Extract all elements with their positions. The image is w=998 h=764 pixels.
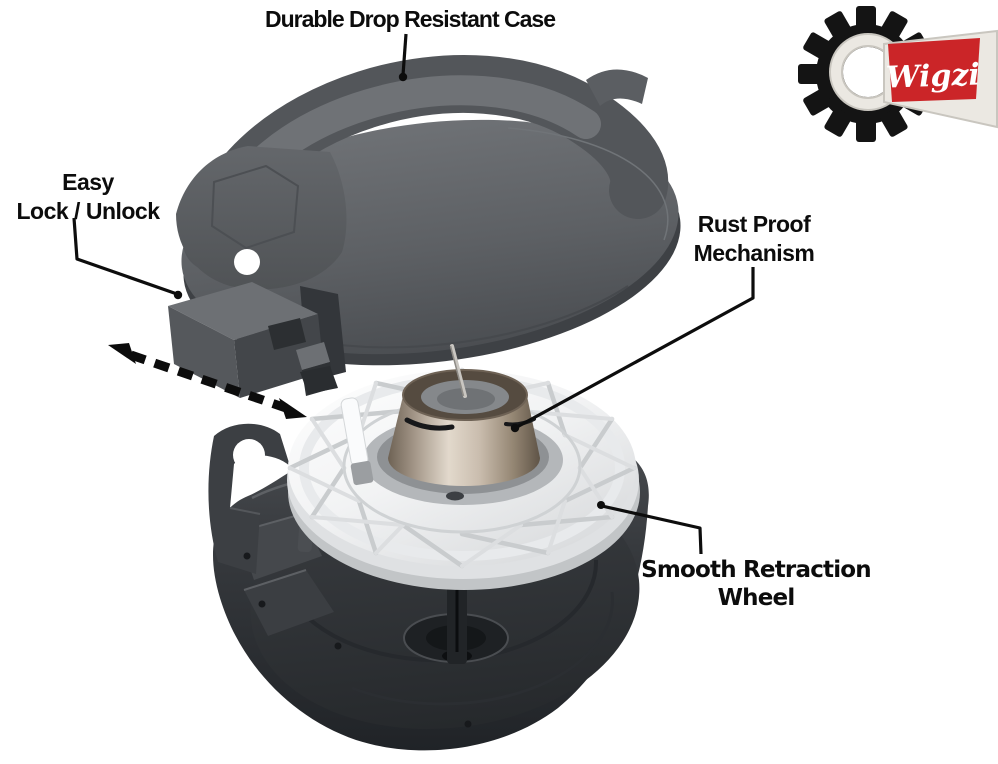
arrow-head-left bbox=[108, 343, 136, 364]
slide-motion-arrow bbox=[108, 343, 307, 419]
lock-slot bbox=[268, 318, 306, 350]
case-left-lobe bbox=[176, 146, 347, 290]
wheel-label-line2: Wheel bbox=[717, 585, 796, 611]
mechanism-label: Rust Proof Mechanism bbox=[694, 210, 815, 268]
wheel-back-shadow bbox=[300, 366, 338, 394]
hub-hole bbox=[446, 491, 464, 501]
screw-boss bbox=[464, 720, 472, 728]
lock-label: Easy Lock / Unlock bbox=[16, 168, 160, 226]
gear-hole bbox=[843, 47, 893, 97]
screw-boss bbox=[243, 552, 251, 560]
case-lobe-recess bbox=[210, 164, 300, 250]
mechanism-rim-edge bbox=[402, 369, 528, 421]
lock-front-face bbox=[168, 306, 240, 398]
mechanism-drum bbox=[388, 396, 540, 486]
case-label: Durable Drop Resistant Case bbox=[265, 6, 556, 33]
axle-pin bbox=[450, 344, 467, 398]
brand-logo: Wigzi bbox=[798, 6, 998, 142]
leader-wheel-dot bbox=[597, 501, 605, 509]
axle-pin-edge bbox=[449, 345, 465, 397]
leader-mechanism bbox=[516, 267, 755, 429]
case-label-text: Durable Drop Resistant Case bbox=[265, 6, 556, 32]
bottom-spiral-groove-2 bbox=[351, 591, 614, 706]
screw-boss bbox=[334, 642, 342, 650]
wheel-label: Smooth Retraction Wheel bbox=[641, 556, 872, 612]
retraction-wheel-part bbox=[287, 344, 640, 590]
arrow-head-right bbox=[279, 398, 307, 419]
leader-case bbox=[401, 33, 408, 76]
brand-text: Wigzi bbox=[885, 57, 980, 95]
brand-badge bbox=[888, 38, 980, 102]
bottom-bracket bbox=[208, 423, 290, 574]
lock-label-line1: Easy bbox=[62, 169, 114, 195]
case-handle-tab bbox=[586, 69, 648, 106]
leader-mechanism-dot bbox=[510, 423, 520, 433]
case-edge-highlight bbox=[507, 127, 669, 241]
bottom-interior-block-2 bbox=[244, 570, 334, 636]
mechanism-slot-left bbox=[404, 417, 455, 431]
leader-lines bbox=[72, 33, 755, 555]
arrow-dashed-line bbox=[129, 350, 288, 413]
screw-boss bbox=[258, 600, 266, 608]
mechanism-label-line1: Rust Proof bbox=[697, 211, 811, 237]
leader-lock bbox=[72, 217, 178, 296]
mechanism-label-line2: Mechanism bbox=[693, 240, 815, 266]
bottom-bracket-notch bbox=[233, 439, 265, 471]
case-tape-notch bbox=[234, 249, 260, 275]
mechanism-bore-inner bbox=[437, 388, 495, 410]
bottom-bracket-edge bbox=[229, 507, 261, 515]
lock-label-line2: Lock / Unlock bbox=[16, 198, 160, 224]
leader-case-dot bbox=[398, 72, 408, 82]
leader-lock-dot bbox=[173, 290, 183, 300]
leader-wheel bbox=[601, 504, 703, 555]
lock-latch bbox=[296, 342, 330, 370]
wheel-side-clip-base bbox=[350, 460, 374, 486]
wheel-label-line1: Smooth Retraction bbox=[641, 557, 872, 583]
